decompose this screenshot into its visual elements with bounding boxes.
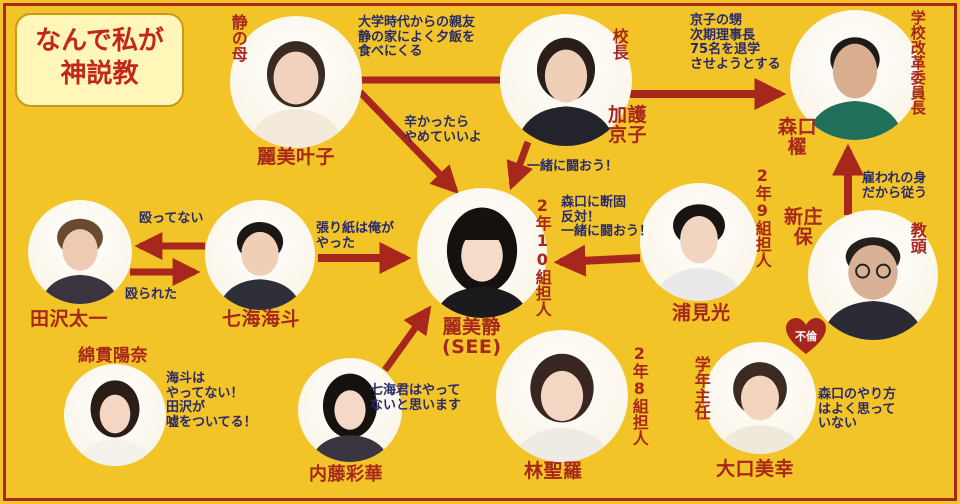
name-taichi: 田沢太一 <box>30 308 109 330</box>
relation-miyuki-note: 森口のやり方 はよく思って いない <box>818 387 897 432</box>
portrait-ayaka <box>298 358 402 462</box>
relation-taichi-to-kaito: 殴られた <box>125 287 178 302</box>
name-kakeru: 森口 櫂 <box>778 116 818 158</box>
relation-kanoko-to-shizuka: 辛かったら やめていいよ <box>404 115 482 145</box>
role-shizuka: 2年10組担人 <box>532 196 552 317</box>
person-icon <box>821 237 925 340</box>
name-ayaka: 内藤彩華 <box>309 464 383 485</box>
relation-kaito-to-taichi: 殴ってない <box>139 211 204 226</box>
title-box: なんで私が 神説教 <box>15 13 184 107</box>
person-icon <box>248 41 344 148</box>
portrait-tamotsu <box>808 210 938 340</box>
person-icon <box>40 218 120 304</box>
role-hikaru: 2年9組担人 <box>752 166 772 268</box>
arrow-hikaru-shizuka <box>553 244 641 277</box>
name-seira: 林聖羅 <box>524 460 583 482</box>
person-icon <box>515 37 617 146</box>
role-seira: 2年8組担人 <box>629 344 649 446</box>
role-kanoko: 静の母 <box>228 14 248 62</box>
arrow-kanoko-shizuka <box>357 89 459 195</box>
name-tamotsu: 新庄 保 <box>784 206 824 248</box>
name-hina: 綿貫陽奈 <box>78 346 148 366</box>
role-miyuki: 学年主任 <box>691 356 711 420</box>
portrait-hina <box>64 364 166 466</box>
name-kanoko: 麗美叶子 <box>257 146 336 168</box>
portrait-miyuki <box>704 342 816 454</box>
portrait-taichi <box>28 200 132 304</box>
person-icon <box>654 204 744 301</box>
portrait-shizuka <box>417 188 547 318</box>
person-icon <box>218 222 302 310</box>
portrait-hikaru <box>640 183 758 301</box>
arrow-kyoko-shizuka <box>506 140 533 191</box>
relation-tamotsu-to-kakeru: 雇われの身 だから従う <box>862 171 928 201</box>
person-icon <box>76 380 154 466</box>
relation-ayaka-to-shizuka: 七海君はやって ないと思います <box>370 383 462 413</box>
role-kyoko: 校長 <box>609 28 629 60</box>
role-tamotsu: 教頭 <box>907 222 927 254</box>
portrait-seira <box>496 330 628 462</box>
person-icon <box>310 373 390 462</box>
relation-kyoko-to-kakeru: 京子の甥 次期理事長 75名を退学 させようとする <box>690 13 781 72</box>
name-kaito: 七海海斗 <box>222 308 301 330</box>
arrow-ayaka-shizuka <box>382 305 432 373</box>
name-hikaru: 浦見光 <box>672 302 731 324</box>
portrait-kaito <box>205 200 315 310</box>
relation-hikaru-to-shizuka: 森口に断固 反対！ 一緒に闘おう！ <box>561 195 653 240</box>
person-icon <box>805 37 905 140</box>
portrait-kakeru <box>790 10 920 140</box>
person-icon <box>717 362 803 454</box>
relation-kanoko-friend: 大学時代からの親友 静の家によく夕飯を 食べにくる <box>358 15 476 60</box>
name-kyoko: 加護 京子 <box>608 104 648 146</box>
role-kakeru: 学校改革委員長 <box>908 10 927 115</box>
relation-affair: 不倫 <box>795 330 817 343</box>
person-icon <box>435 207 529 318</box>
relation-kyoko-to-shizuka: 一緒に闘おう！ <box>527 159 619 174</box>
heart-icon <box>786 318 826 354</box>
chart-title: なんで私が 神説教 <box>35 26 164 89</box>
chart-frame <box>3 3 957 501</box>
person-icon <box>511 353 613 462</box>
portrait-kyoko <box>500 14 632 146</box>
relation-kaito-to-shizuka: 張り紙は俺が やった <box>316 221 395 251</box>
portrait-kanoko <box>230 16 362 148</box>
relation-hina-note: 海斗は やってない！ 田沢が 嘘をついてる！ <box>166 371 257 430</box>
name-miyuki: 大口美幸 <box>716 458 795 480</box>
name-shizuka: 麗美静 (SEE) <box>442 316 502 358</box>
